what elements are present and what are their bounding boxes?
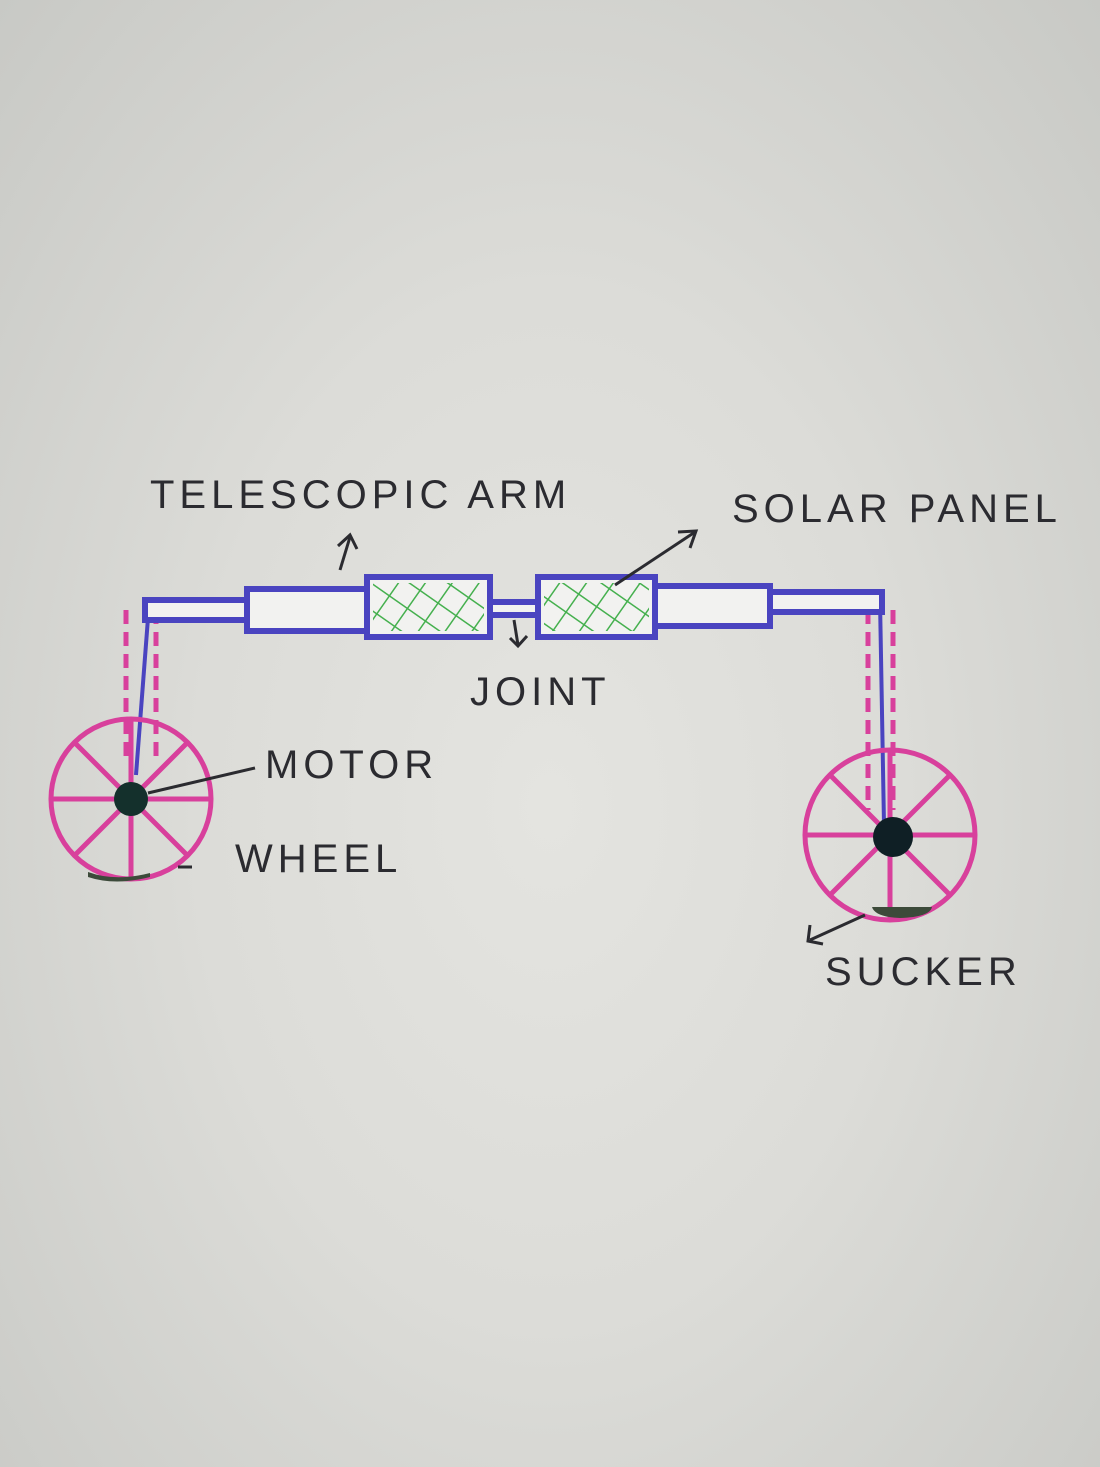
sucker-label: SUCKER [825,950,1022,994]
right-sucker [872,907,932,918]
telescopic-arm-arrow [336,532,359,571]
left-wheel [48,716,214,882]
right-support-arm [865,599,896,826]
motor-label: MOTOR [265,743,438,787]
telescopic-arm [142,583,885,634]
left-motor [114,782,148,816]
solar-panel-arrow [614,529,699,587]
telescopic-arm-label: TELESCOPIC ARM [150,473,571,517]
solar-panel-right [535,574,658,640]
right-wheel [802,747,978,923]
right-motor [873,817,913,857]
wheel-label: WHEEL [235,837,402,881]
solar-panel-left [364,574,493,640]
joint-label: JOINT [470,670,611,714]
left-support-arm [123,610,159,776]
sucker-arrow [806,913,866,946]
motor-pointer [147,766,256,795]
joint-arrow [508,619,529,649]
left-sucker [88,872,150,882]
solar-panel-label: SOLAR PANEL [732,487,1062,531]
